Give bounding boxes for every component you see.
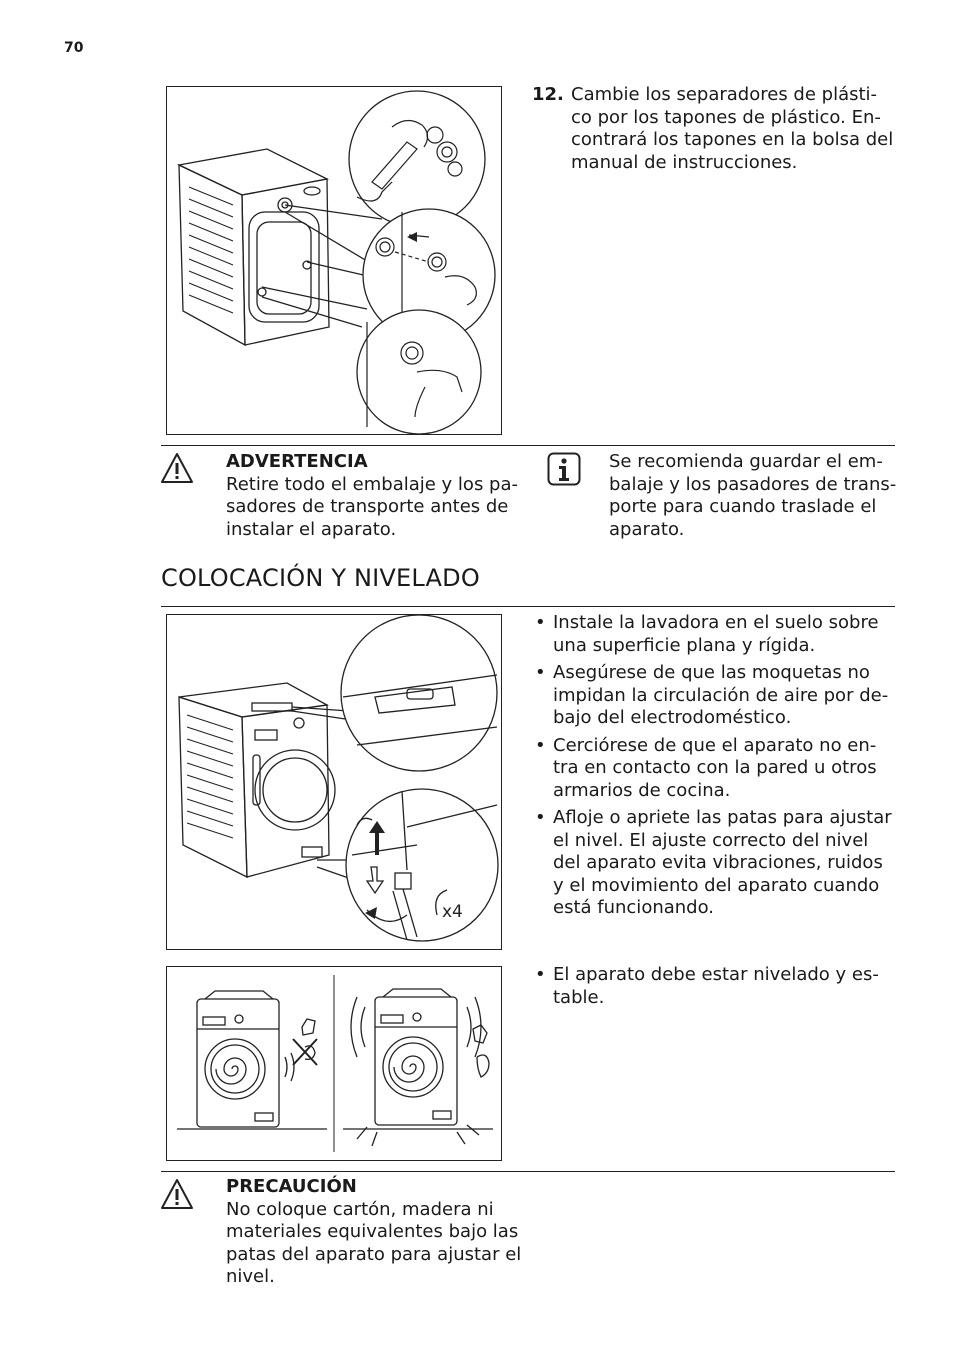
info-line: aparato. [609,518,685,540]
bullet-line: Cerciórese de que el aparato no en- [553,734,877,756]
figure-stability [166,966,502,1161]
warning-triangle-icon [160,1178,194,1210]
feet-count-label: x4 [442,902,463,922]
caution-block: PRECAUCIÓN No coloque cartón, madera ni … [226,1176,526,1289]
bullet-line: del aparato evita vibraciones, ruidos [553,852,883,873]
section-divider [161,606,895,607]
info-block: Se recomienda guardar el em- balaje y lo… [609,451,899,541]
bullet-line: El aparato debe estar nivelado y es- [553,964,879,985]
bullet-line: Instale la lavadora en el suelo sobre [553,612,879,633]
caution-line: No coloque cartón, madera ni [226,1198,494,1220]
bullet-line: table. [553,986,605,1008]
list-item: Instale la lavadora en el suelo sobre un… [533,612,898,657]
figure-transport-bolts [166,86,502,435]
warning-line: instalar el aparato. [226,518,397,540]
warning-line: Retire todo el embalaje y los pa- [226,473,518,495]
list-item: El aparato debe estar nivelado y es- tab… [533,964,898,1009]
step-12-line: contrará los tapones en la bolsa del [571,129,894,150]
list-item: Afloje o apriete las patas para ajustar … [533,807,898,920]
bullet-line: el nivel. El ajuste correcto del nivel [553,829,869,851]
caution-line: patas del aparato para ajustar el [226,1243,522,1265]
warning-title: ADVERTENCIA [226,451,368,472]
list-item: Cerciórese de que el aparato no en- tra … [533,735,898,803]
list-item: Asegúrese de que las moquetas no impidan… [533,662,898,730]
transport-bolts-illustration [176,90,496,434]
bullet-line: Asegúrese de que las moquetas no [553,662,870,683]
divider [161,445,895,446]
caution-line: materiales equivalentes bajo las [226,1221,519,1242]
step-12-text: Cambie los separadores de plásti- co por… [571,84,901,174]
info-line: balaje y los pasadores de trans- [609,473,897,495]
bullet-line: y el movimiento del aparato cuando [553,874,880,896]
divider [161,1171,895,1172]
page-number: 70 [64,40,84,56]
level-list: El aparato debe estar nivelado y es- tab… [533,964,898,1014]
bullet-line: impidan la circulación de aire por de- [553,684,889,706]
caution-line: nivel. [226,1266,275,1287]
placement-list: Instale la lavadora en el suelo sobre un… [533,612,898,925]
step-12-line: manual de instrucciones. [571,151,798,173]
leveling-illustration: x4 [178,615,499,942]
bullet-line: una superficie plana y rígida. [553,634,816,656]
bullet-line: Afloje o apriete las patas para ajustar [553,807,892,828]
info-icon [547,452,581,486]
bullet-line: está funcionando. [553,897,715,918]
section-title: COLOCACIÓN Y NIVELADO [161,564,480,592]
info-line: Se recomienda guardar el em- [609,451,883,472]
stability-illustration [177,975,493,1152]
bullet-line: bajo del electrodoméstico. [553,707,792,728]
step-number: 12. [532,84,564,105]
bullet-line: armarios de cocina. [553,779,731,801]
warning-block: ADVERTENCIA Retire todo el embalaje y lo… [226,451,526,541]
info-line: porte para cuando traslade el [609,496,877,517]
warning-triangle-icon [160,452,194,484]
step-12-line: Cambie los separadores de plásti- [571,84,878,105]
caution-title: PRECAUCIÓN [226,1176,357,1197]
warning-line: sadores de transporte antes de [226,496,509,517]
bullet-line: tra en contacto con la pared u otros [553,757,877,778]
figure-leveling: x4 [166,614,502,950]
step-12-line: co por los tapones de plástico. En- [571,106,881,128]
